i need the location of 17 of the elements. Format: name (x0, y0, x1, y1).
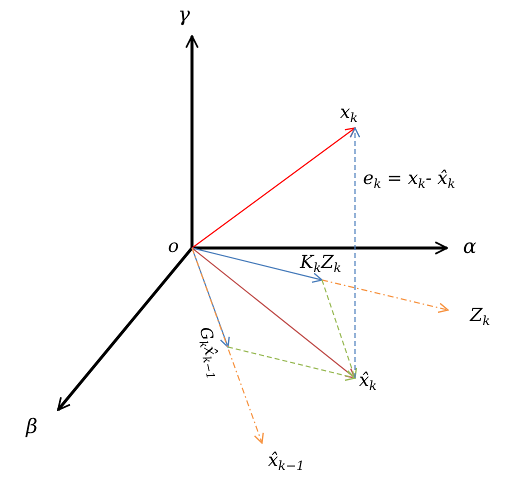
vector-arrow (228, 346, 356, 381)
axis-label: γ (178, 4, 190, 24)
vector-label: Z$_{k}$ (470, 307, 490, 328)
vector-label: x$_{k}$ (340, 104, 358, 124)
vector-arrow (350, 127, 360, 378)
origin-label: o (168, 238, 179, 256)
vector-arrow (321, 280, 358, 379)
axis-label: α (463, 236, 477, 256)
vector-arrow (192, 247, 323, 283)
vector-arrow (191, 248, 264, 444)
vector-label: x̂$_{k}$ (359, 372, 377, 392)
vector-label: K$_{k}$Z$_{k}$ (300, 254, 342, 274)
vector-arrow (192, 127, 356, 248)
vector-arrow (192, 248, 356, 379)
axis-label: β (26, 416, 38, 436)
vector-label: x̂$_{k−1}$ (268, 452, 304, 472)
vector-arrow (322, 279, 449, 314)
